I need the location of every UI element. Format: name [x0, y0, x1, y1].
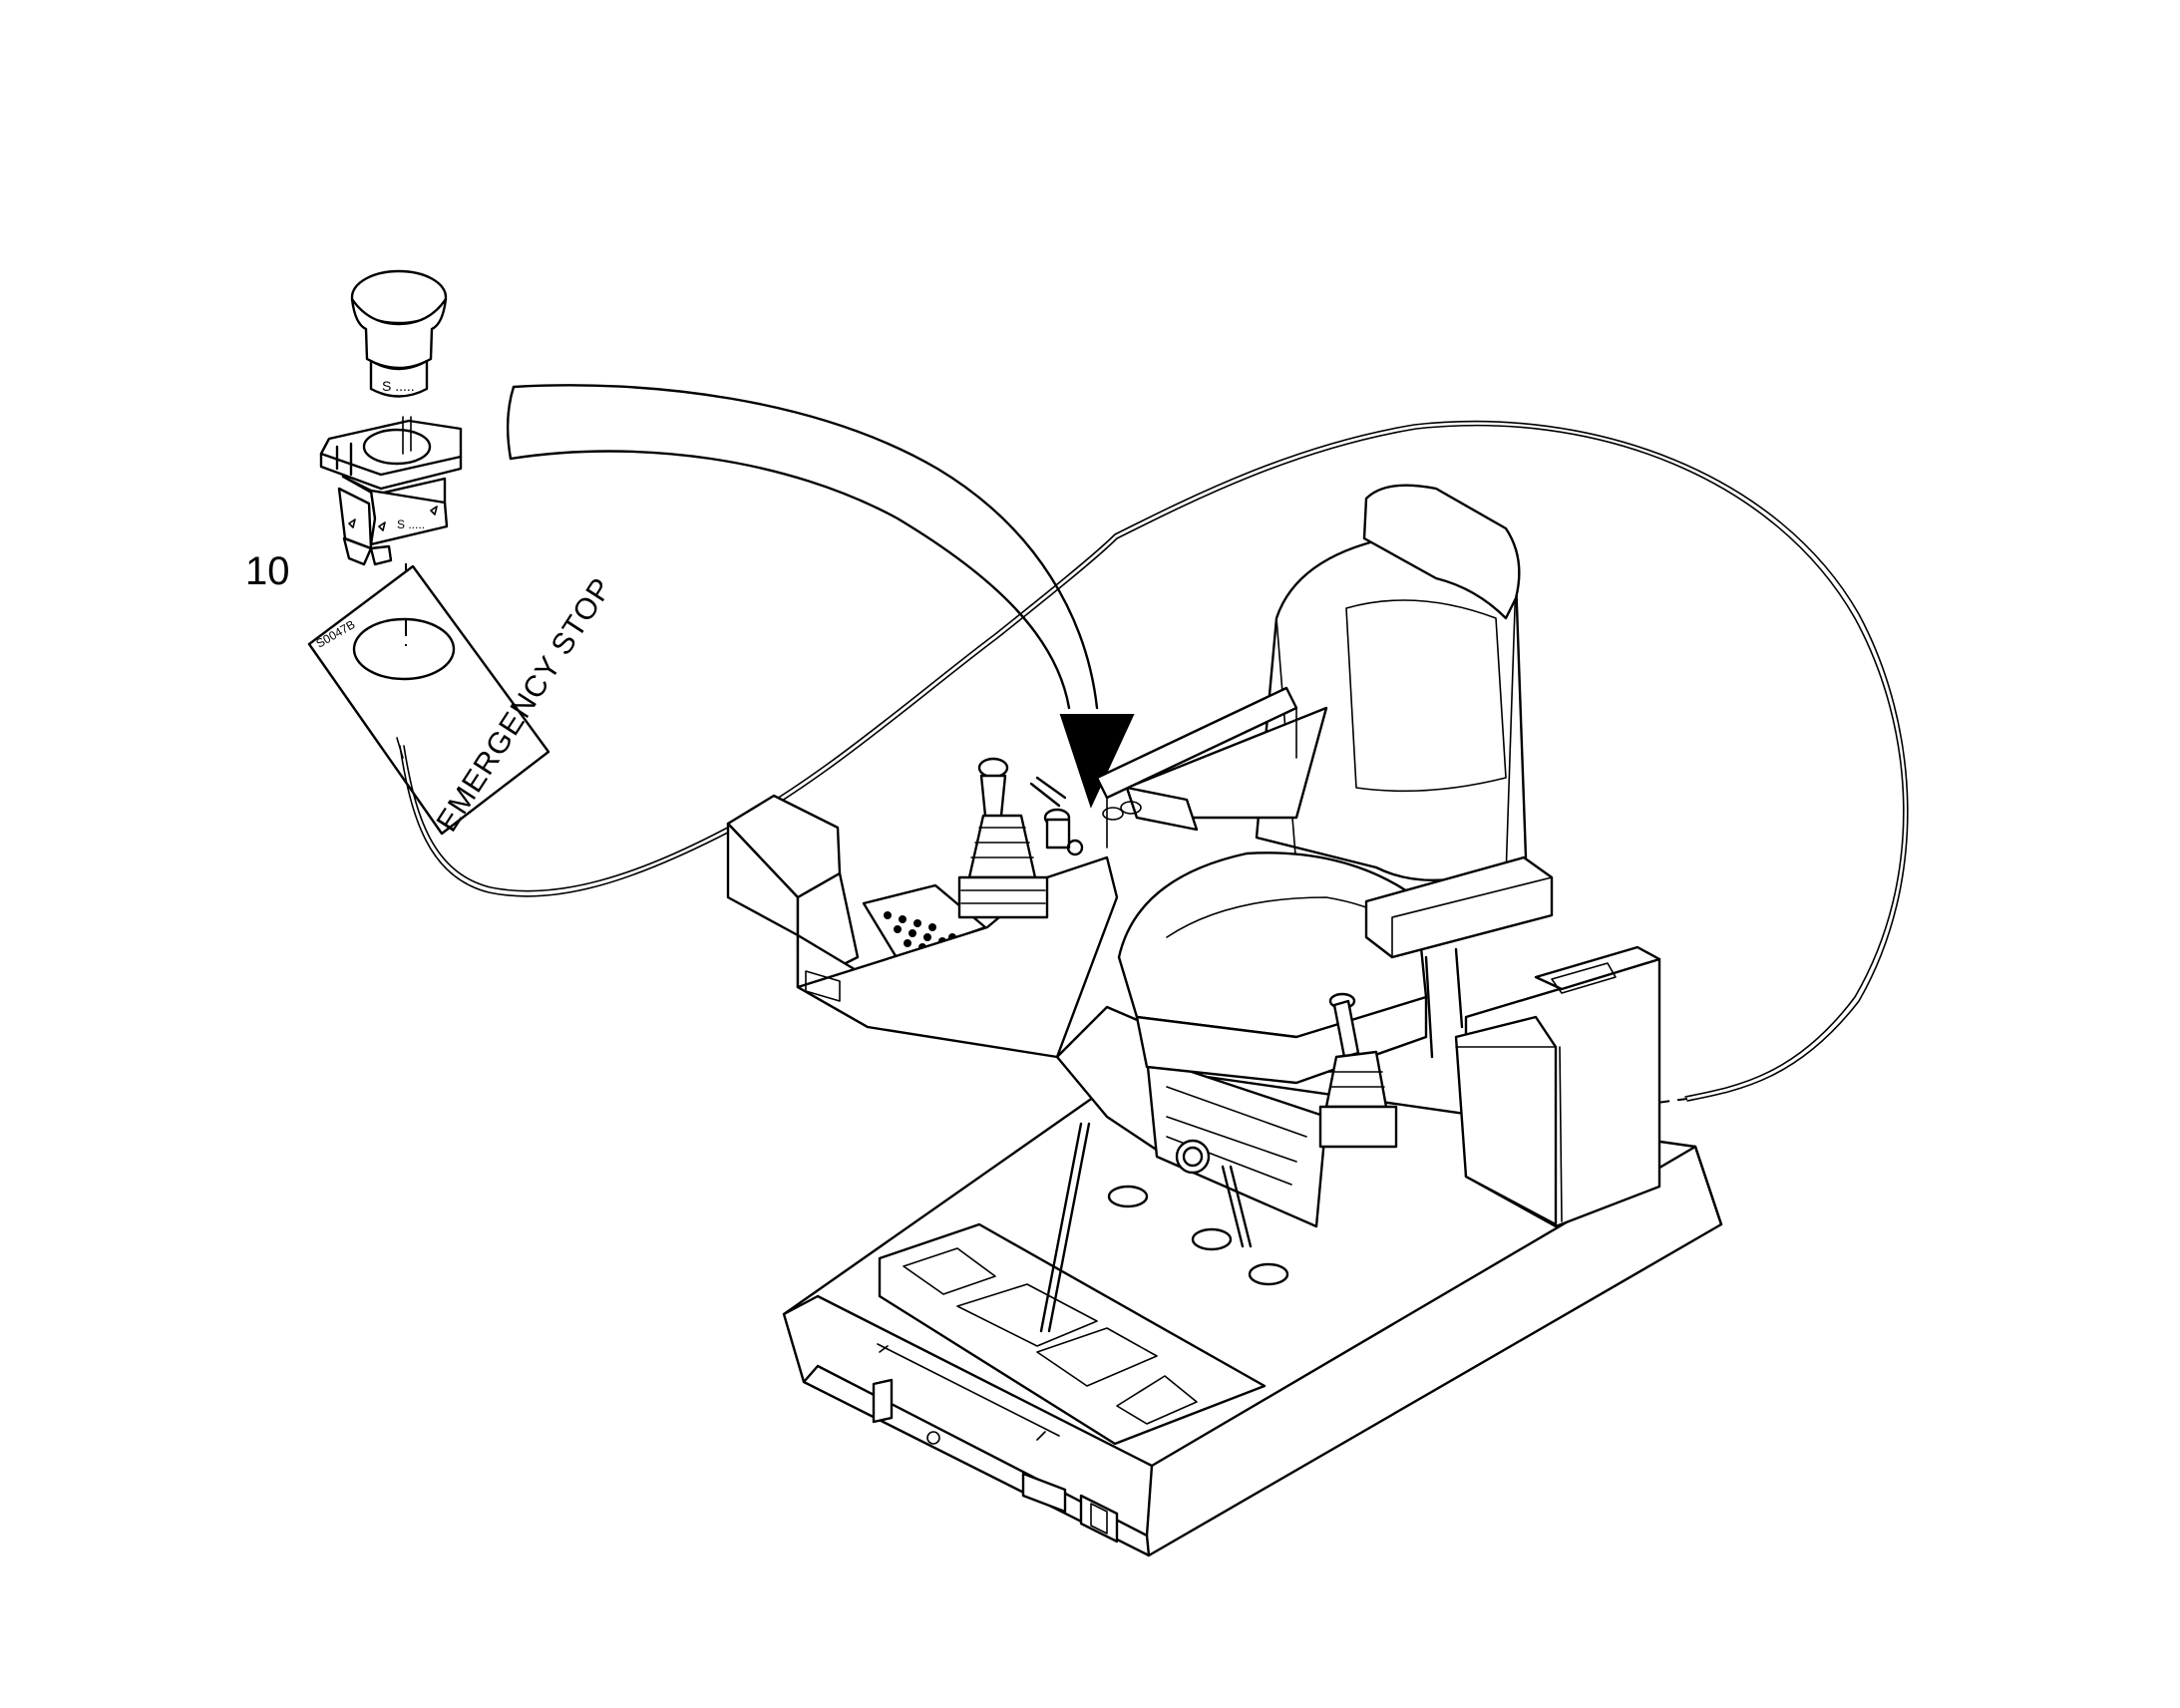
left-joystick	[957, 757, 1049, 919]
left-rear-console	[1095, 686, 1298, 849]
floor-pedal-mat	[878, 1222, 1267, 1446]
switch-marking-top: S .....	[382, 378, 415, 394]
operator-seat	[1117, 484, 1554, 1085]
right-console	[1454, 945, 1661, 1228]
right-joystick	[1318, 992, 1398, 1149]
switch-marking-block: S .....	[397, 517, 425, 531]
location-pointer-arrow	[506, 384, 1135, 809]
mounting-collar	[319, 416, 463, 491]
contact-block: S .....	[337, 475, 449, 566]
callout-number-10: 10	[245, 549, 290, 593]
emergency-stop-label-plate: EMERGENCY STOP S0047B	[307, 564, 619, 838]
emergency-stop-assembly: S ..... S .....	[319, 269, 463, 646]
floor-lever	[1039, 1122, 1091, 1333]
throttle-lever	[1029, 776, 1071, 850]
mushroom-button-cap: S .....	[350, 269, 448, 398]
emergency-stop-location	[1066, 839, 1084, 856]
floor-holes	[1107, 1185, 1289, 1286]
operator-cab	[726, 484, 1723, 1557]
